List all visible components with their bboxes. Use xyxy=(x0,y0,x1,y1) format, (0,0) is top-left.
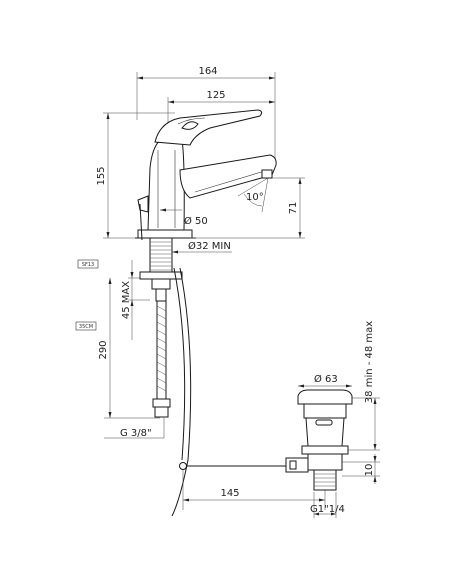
faucet-lever xyxy=(154,109,263,146)
dim-45max-label: 45 MAX xyxy=(121,281,132,319)
dim-155-label: 155 xyxy=(96,166,107,185)
thread-g114-callout: G1"1/4 xyxy=(310,492,345,518)
dimension-145: 145 xyxy=(182,470,326,510)
dim-10-label: 10 xyxy=(364,464,375,477)
pull-rod xyxy=(139,203,292,517)
dimension-71: 71 xyxy=(190,177,305,239)
dimension-10: 10 xyxy=(342,454,380,484)
dimension-164: 164 xyxy=(136,66,276,160)
flexible-hose xyxy=(152,300,171,418)
angle-10-label: 10° xyxy=(246,192,264,203)
dia-32-label: Ø32 MIN xyxy=(188,240,231,252)
dim-290-label: 290 xyxy=(98,340,109,359)
thread-g38-callout: G 3/8" xyxy=(104,418,165,439)
dimension-dia-50: Ø 50 xyxy=(160,208,208,227)
dimension-290: 290 xyxy=(98,278,160,419)
dimension-45-max: 45 MAX xyxy=(121,260,150,340)
g114-label: G1"1/4 xyxy=(310,504,345,515)
dim-164-label: 164 xyxy=(198,66,217,77)
svg-text:35CM: 35CM xyxy=(79,324,93,330)
dimension-155: 155 xyxy=(96,112,175,239)
dim-125-label: 125 xyxy=(206,90,225,101)
angle-10-deg: 10° xyxy=(237,177,269,213)
g38-label: G 3/8" xyxy=(120,428,152,439)
faucet-spout xyxy=(179,154,277,199)
dimension-dia-32: Ø32 MIN xyxy=(172,240,232,254)
dim-145-label: 145 xyxy=(220,488,239,499)
dia-63-label: Ø 63 xyxy=(314,373,338,385)
range-38-48-label: 38 min - 48 max xyxy=(364,321,375,403)
tag-sf13: SF13 xyxy=(77,259,99,269)
dimension-125: 125 xyxy=(167,90,275,126)
dim-71-label: 71 xyxy=(288,202,299,215)
svg-text:SF13: SF13 xyxy=(82,262,94,268)
dimension-38-48: 38 min - 48 max xyxy=(348,321,380,451)
threaded-shank xyxy=(139,237,183,302)
dimension-dia-63: Ø 63 xyxy=(298,373,352,388)
tag-35cm: 35CM xyxy=(75,321,97,331)
drain-assembly xyxy=(285,389,353,491)
dia-50-label: Ø 50 xyxy=(184,215,208,227)
